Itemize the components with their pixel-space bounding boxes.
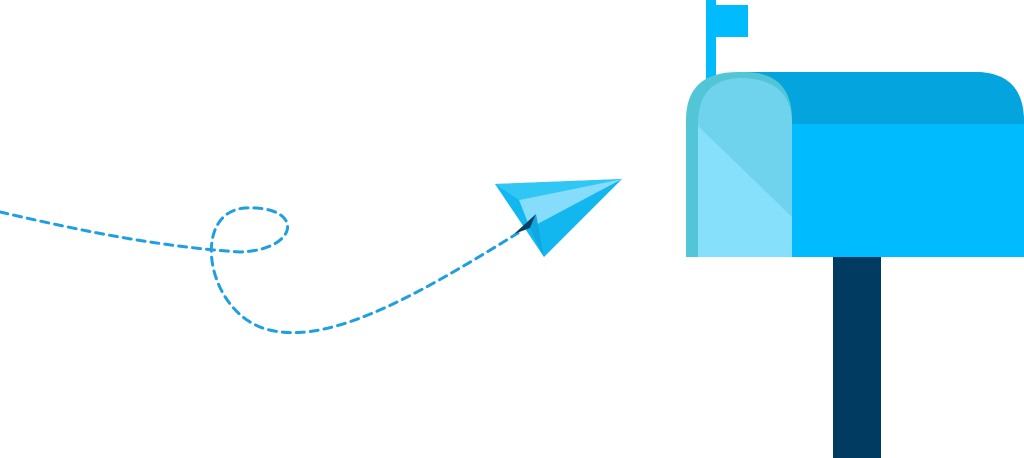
mailbox-icon <box>686 72 1024 257</box>
paper-plane-icon <box>495 179 622 257</box>
mailbox-post-icon <box>833 250 881 458</box>
dashed-flight-path-icon <box>0 206 520 335</box>
mailbox-flag-icon <box>706 0 748 85</box>
